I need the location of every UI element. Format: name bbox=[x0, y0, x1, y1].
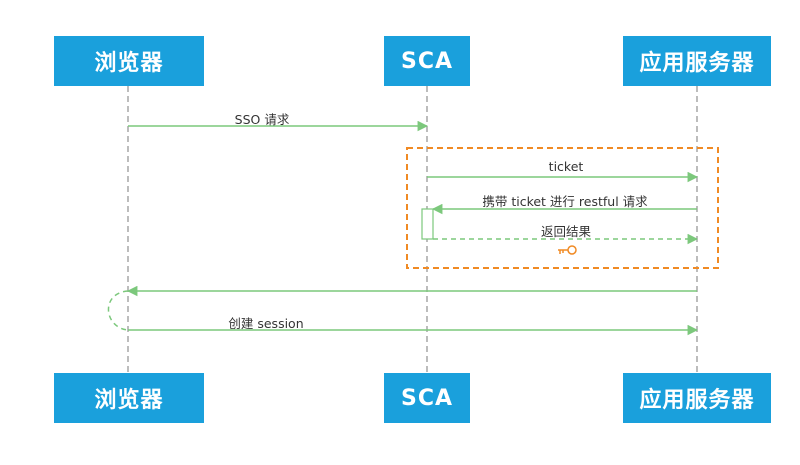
message-restful-label: 携带 ticket 进行 restful 请求 bbox=[482, 194, 648, 209]
message-sso-label: SSO 请求 bbox=[234, 112, 290, 127]
participant-app-top: 应用服务器 bbox=[623, 36, 771, 86]
sca-activation-bar bbox=[421, 208, 434, 240]
message-session-label: 创建 session bbox=[228, 316, 304, 331]
message-ticket-label: ticket bbox=[548, 159, 584, 174]
participant-browser-top: 浏览器 bbox=[54, 36, 204, 86]
participant-browser-bottom: 浏览器 bbox=[54, 373, 204, 423]
key-icon bbox=[558, 245, 577, 255]
participant-sca-top: SCA bbox=[384, 36, 470, 86]
message-result-label: 返回结果 bbox=[540, 224, 592, 239]
participant-sca-bottom: SCA bbox=[384, 373, 470, 423]
participant-app-bottom: 应用服务器 bbox=[623, 373, 771, 423]
self-loop bbox=[107, 290, 129, 331]
fragment-box bbox=[406, 147, 719, 269]
